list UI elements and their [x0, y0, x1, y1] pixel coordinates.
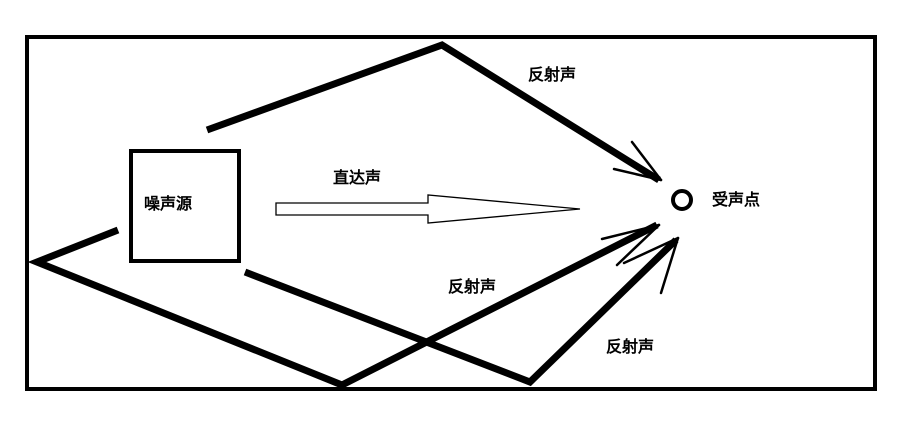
reflected-path-middle	[27, 221, 661, 389]
arrowhead-stroke-bottom-1	[622, 236, 680, 265]
noise-source-label: 噪声源	[144, 194, 193, 213]
reflected-sound-label-middle: 反射声	[448, 277, 497, 296]
receiver-point	[671, 189, 693, 211]
arrowhead-stroke-top-2	[612, 167, 663, 182]
reflected-path-bottom	[243, 236, 680, 387]
direct-sound-label: 直达声	[333, 168, 382, 187]
reflected-ray-top	[205, 41, 661, 183]
reflected-ray-bottom	[243, 237, 679, 387]
reflected-ray-middle	[27, 221, 659, 389]
direct-sound-arrow	[275, 194, 581, 224]
noise-source-box	[129, 149, 241, 263]
room-boundary	[25, 35, 877, 391]
receiver-label: 受声点	[712, 190, 761, 209]
reflected-path-top	[205, 41, 663, 183]
arrowhead-stroke-middle-1	[600, 223, 661, 241]
arrowhead-stroke-bottom-2	[659, 236, 680, 295]
reflected-sound-label-top: 反射声	[528, 65, 577, 84]
arrowhead-stroke-middle-2	[615, 223, 661, 267]
reflected-sound-label-bottom: 反射声	[606, 337, 655, 356]
arrowhead-stroke-top-1	[630, 140, 663, 182]
